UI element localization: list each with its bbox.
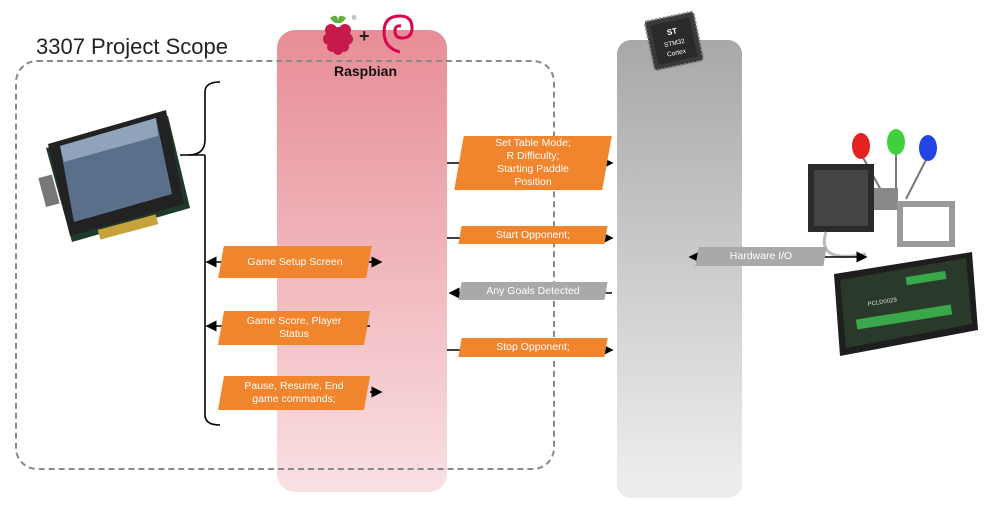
chip-brand-text: ST bbox=[666, 26, 678, 37]
plus-sign: + bbox=[359, 26, 370, 46]
stm32-chip-icon: ST STM32 Cortex bbox=[643, 10, 705, 72]
diagram-title: 3307 Project Scope bbox=[36, 34, 229, 59]
raspberry-pi-logo-icon: ® bbox=[323, 15, 357, 55]
msg-game-setup-screen: Game Setup Screen bbox=[218, 246, 372, 278]
raspbian-label: Raspbian bbox=[334, 63, 398, 79]
driver-board-label: PCLD0029 bbox=[867, 297, 898, 308]
project-scope-boundary bbox=[15, 60, 555, 470]
msg-start-opponent: Start Opponent; bbox=[458, 226, 608, 244]
stm32-column bbox=[617, 40, 742, 498]
msg-stop-opponent: Stop Opponent; bbox=[458, 338, 608, 357]
msg-pause-resume-end: Pause, Resume, End game commands; bbox=[218, 376, 370, 410]
chip-line2-text: Cortex bbox=[667, 48, 688, 59]
msg-hardware-io: Hardware I/O bbox=[695, 247, 827, 266]
msg-any-goals-detected: Any Goals Detected bbox=[458, 282, 608, 300]
msg-set-table-mode: Set Table Mode; R Difficulty; Starting P… bbox=[454, 136, 612, 190]
chip-line1-text: STM32 bbox=[664, 38, 686, 49]
msg-game-score: Game Score, Player Status bbox=[218, 311, 370, 345]
svg-text:®: ® bbox=[352, 15, 357, 22]
touchscreen-device-icon bbox=[38, 110, 190, 242]
debian-logo-icon bbox=[382, 14, 414, 54]
